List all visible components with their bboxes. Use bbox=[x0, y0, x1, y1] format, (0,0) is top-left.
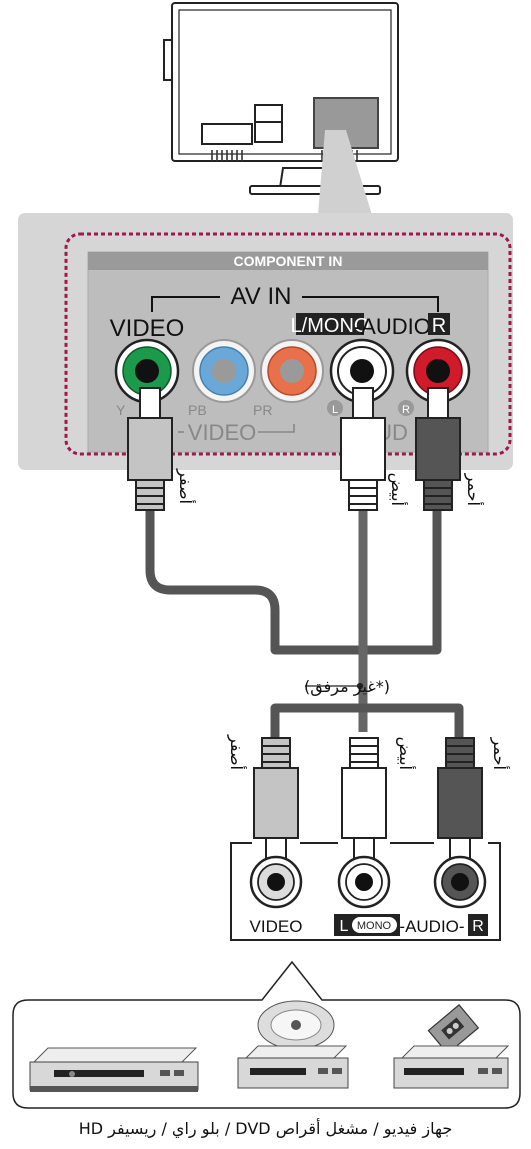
r-badge bbox=[428, 313, 450, 335]
not-supplied-label: (*غير مرفق) bbox=[304, 677, 390, 697]
yellow-label-lower: أصفر bbox=[226, 734, 247, 770]
jack-l-white bbox=[329, 338, 395, 404]
pb-label: PB bbox=[188, 402, 207, 418]
jack-r-red bbox=[405, 338, 471, 404]
r-small-badge bbox=[398, 400, 414, 416]
r-small-label: R bbox=[402, 404, 410, 416]
video-bottom-label: VIDEO bbox=[188, 420, 256, 445]
tv-back bbox=[163, 2, 399, 195]
device-l-label: L bbox=[340, 918, 349, 935]
device-panel bbox=[230, 842, 501, 941]
device-r-badge bbox=[468, 914, 488, 936]
device-jack-video bbox=[249, 855, 303, 909]
yellow-label-upper: أصفر bbox=[175, 468, 196, 504]
device-video-label: VIDEO bbox=[250, 917, 303, 936]
red-label-upper: أحمر bbox=[463, 473, 484, 506]
jack-y-green bbox=[114, 338, 180, 404]
audio-label: -AUDIO- bbox=[354, 314, 438, 339]
component-in-label: COMPONENT IN bbox=[234, 253, 343, 269]
device-mono-pill bbox=[352, 917, 397, 933]
r-label: R bbox=[432, 315, 446, 337]
hd-receiver-icon bbox=[393, 1004, 510, 1089]
dvd-player-icon bbox=[237, 1000, 349, 1089]
av-in-label: AV IN bbox=[231, 283, 292, 310]
l-mono-label: L/MONO bbox=[291, 315, 370, 337]
l-small-label: L bbox=[332, 404, 338, 416]
white-label-lower: أبيض bbox=[395, 737, 416, 770]
y-label: Y bbox=[116, 402, 126, 418]
jack-pb-blue bbox=[192, 339, 256, 403]
device-audio-label: -AUDIO- bbox=[399, 917, 464, 936]
l-mono-badge bbox=[296, 313, 364, 335]
devices-caption: جهاز فيديو / مشغل أقراص DVD / بلو راي / … bbox=[78, 1119, 453, 1138]
not-supplied-leader bbox=[305, 682, 364, 690]
device-r-label: R bbox=[472, 918, 484, 935]
plug-red-upper bbox=[415, 387, 461, 511]
plug-yellow-upper bbox=[127, 387, 173, 511]
plug-red-lower bbox=[437, 737, 483, 873]
vcr-device-icon bbox=[29, 1047, 199, 1092]
jack-pr-orange bbox=[260, 339, 324, 403]
pr-label: PR bbox=[253, 402, 272, 418]
video-bottom-bracket bbox=[178, 424, 295, 433]
device-jack-l bbox=[337, 855, 391, 909]
plug-white-upper bbox=[340, 387, 386, 511]
zoom-callout-pointer bbox=[318, 130, 372, 215]
plug-yellow-lower bbox=[253, 737, 299, 873]
av-in-bracket bbox=[151, 296, 439, 312]
device-jack-r bbox=[433, 855, 487, 909]
red-label-lower: أحمر bbox=[489, 737, 510, 770]
l-small-badge bbox=[327, 400, 343, 416]
device-mono-label: MONO bbox=[357, 920, 392, 932]
cable-wires bbox=[145, 510, 464, 745]
video-label: VIDEO bbox=[110, 315, 185, 342]
component-in-banner bbox=[88, 252, 488, 270]
plug-white-lower bbox=[341, 737, 387, 873]
tv-panel-highlight-border bbox=[64, 232, 512, 456]
white-label-upper: أبيض bbox=[387, 473, 408, 506]
